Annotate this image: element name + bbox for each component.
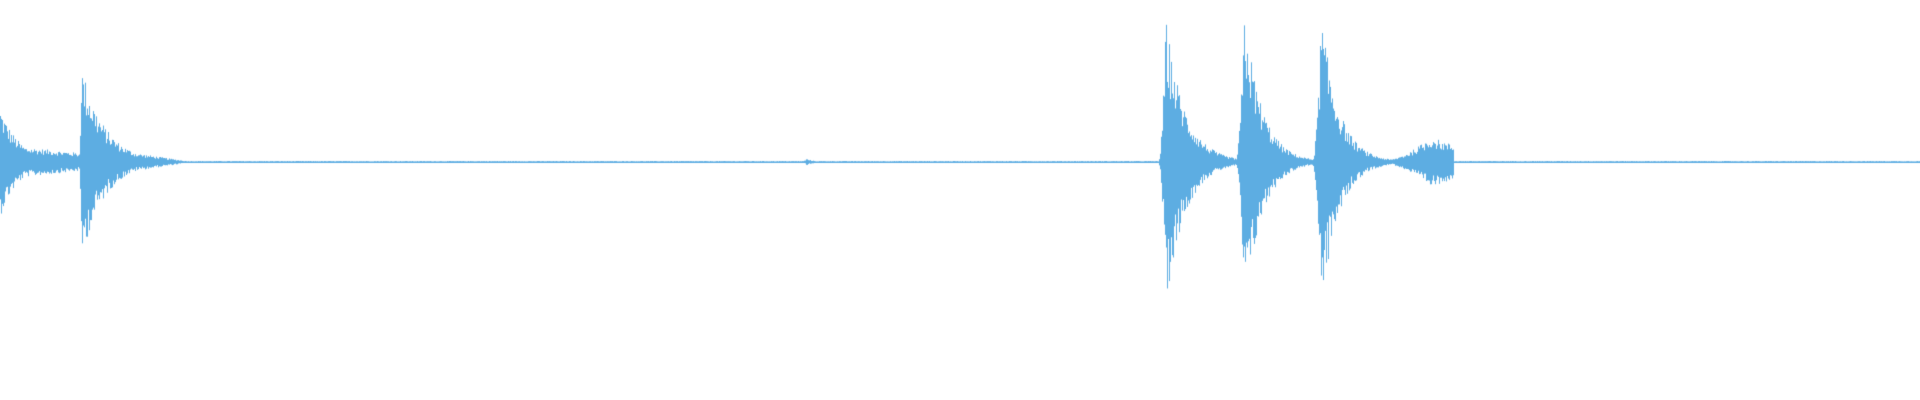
audio-waveform — [0, 0, 1920, 400]
